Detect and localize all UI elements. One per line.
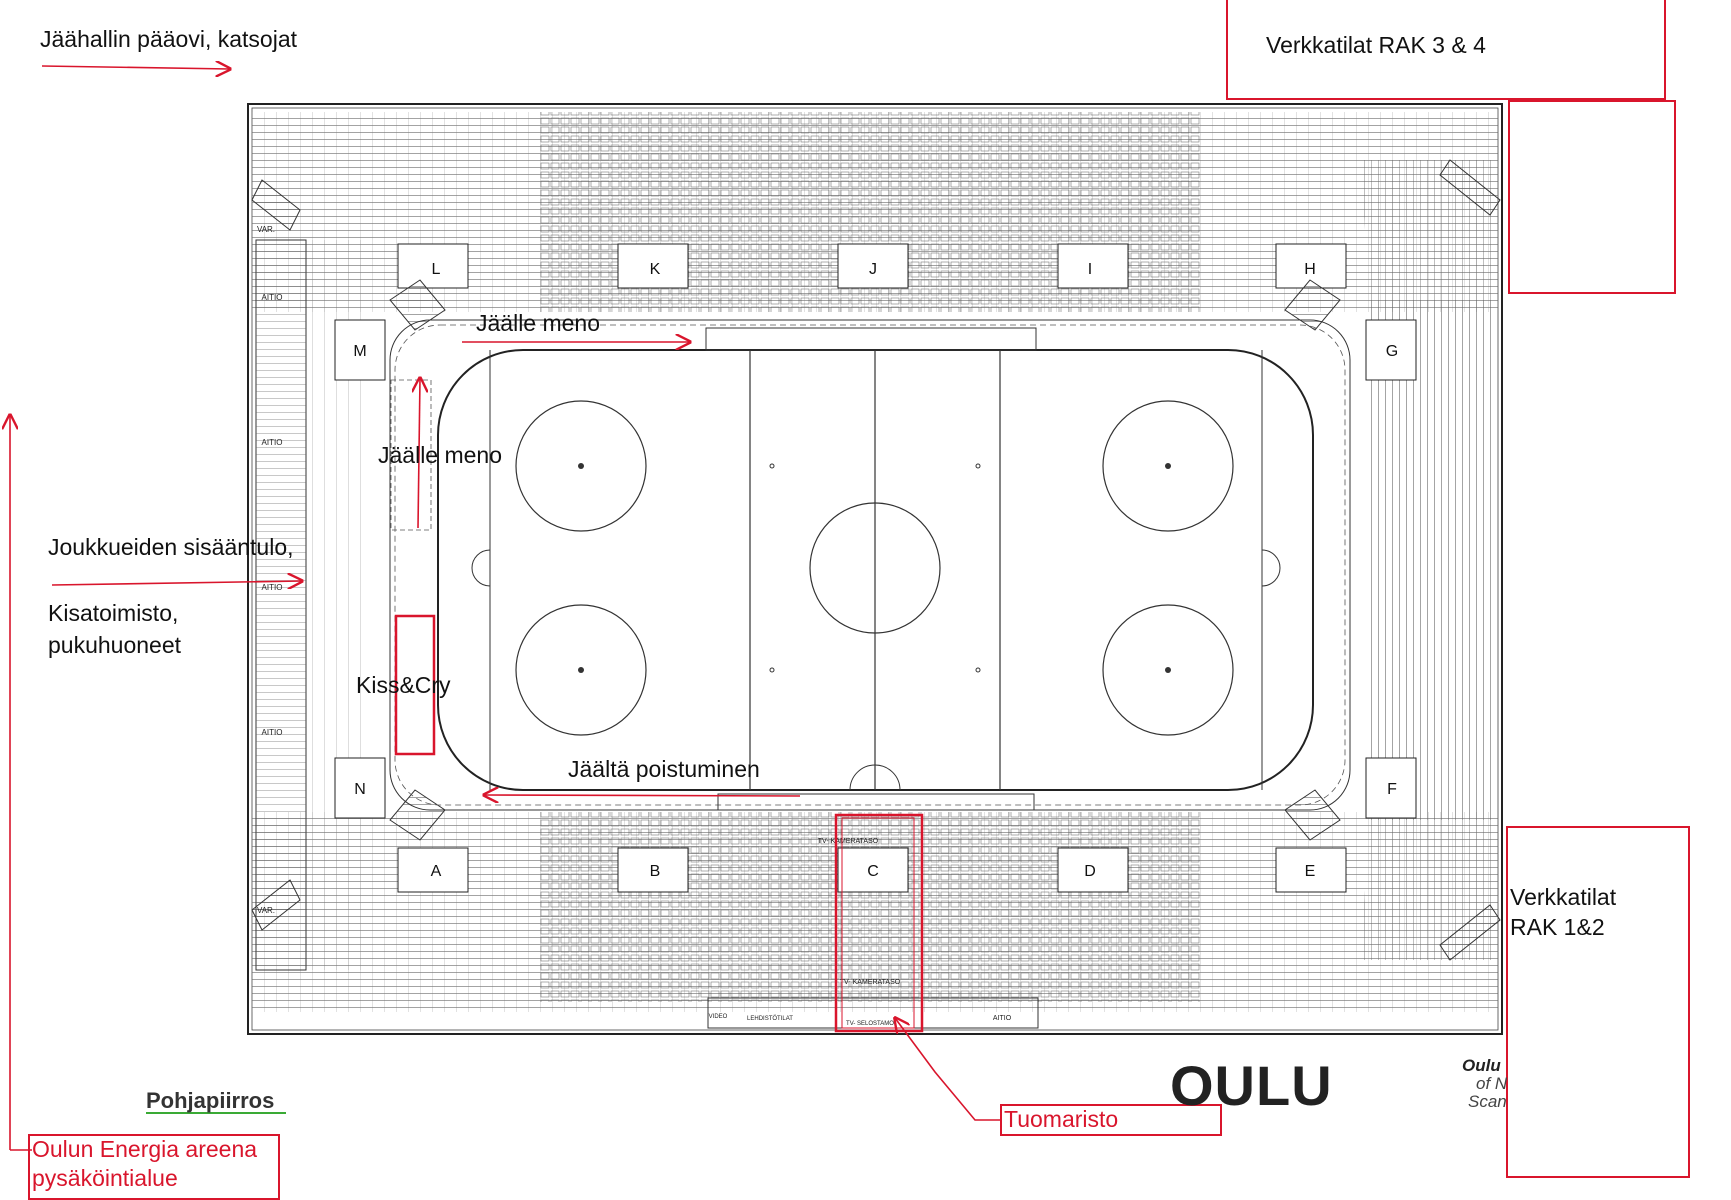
net-area-12-label-2: RAK 1&2 — [1510, 914, 1605, 940]
section-E: E — [1305, 863, 1316, 880]
section-F: F — [1387, 781, 1397, 798]
svg-text:VAR.: VAR. — [257, 906, 275, 915]
judges-label-box — [1000, 1104, 1222, 1136]
teams-entry-label: Joukkueiden sisääntulo, — [48, 534, 294, 560]
net-area-12-box — [1506, 826, 1690, 1178]
svg-text:TV- KAMERATASO: TV- KAMERATASO — [840, 979, 901, 986]
svg-text:VAR.: VAR. — [257, 225, 275, 234]
svg-text:TV- KAMERATASO: TV- KAMERATASO — [818, 838, 879, 845]
svg-text:AITIO: AITIO — [262, 293, 283, 302]
bottom-stands — [252, 812, 1498, 1012]
parking-label-2: pysäköintialue — [32, 1165, 178, 1191]
svg-text:AITIO: AITIO — [993, 1015, 1012, 1022]
kiss-and-cry-box — [394, 614, 436, 756]
floor-plan-title: Pohjapiirros — [146, 1088, 275, 1113]
judges-area-box — [834, 813, 924, 1033]
section-M: M — [353, 343, 366, 360]
oulu-tagline-3: Scan — [1468, 1092, 1507, 1111]
annotation-arrows — [10, 66, 1000, 1151]
section-L: L — [432, 261, 441, 278]
section-B: B — [650, 863, 661, 880]
section-C: C — [867, 863, 879, 880]
section-K: K — [650, 261, 661, 278]
section-N: N — [354, 781, 366, 798]
side-section-labels: M N G F — [334, 319, 1417, 819]
judges-label: Tuomaristo — [1004, 1106, 1119, 1132]
section-A: A — [431, 863, 442, 880]
svg-text:VIDEO: VIDEO — [709, 1014, 728, 1020]
section-I: I — [1088, 261, 1092, 278]
corner-stairs — [251, 159, 1501, 961]
main-door-label: Jäähallin pääovi, katsojat — [40, 26, 297, 52]
net-area-12-label-1: Verkkatilat — [1510, 884, 1617, 910]
section-J: J — [869, 261, 877, 278]
net-area-34-label: Verkkatilat RAK 3 & 4 — [1266, 32, 1486, 58]
section-D: D — [1084, 863, 1096, 880]
svg-text:AITIO: AITIO — [262, 583, 283, 592]
bottom-section-labels: A B C D E — [397, 847, 1347, 893]
oulu-tagline-1: Oulu — [1462, 1056, 1501, 1075]
top-section-labels: L K J I H — [397, 243, 1347, 289]
net-area-34-extension-box — [1508, 100, 1676, 294]
section-H: H — [1304, 261, 1316, 278]
kiss-and-cry-label: Kiss&Cry — [356, 672, 451, 698]
parking-label-1: Oulun Energia areena — [32, 1136, 258, 1162]
building-outline — [247, 103, 1503, 1035]
net-area-34-box — [1226, 0, 1666, 100]
to-ice-left-label: Jäälle meno — [378, 442, 503, 468]
oulu-tagline-2: of N — [1476, 1074, 1508, 1093]
svg-text:LEHDISTÖTILAT: LEHDISTÖTILAT — [747, 1015, 793, 1022]
oulu-logo: OULU — [1170, 1058, 1333, 1108]
to-ice-top-label: Jäälle meno — [476, 310, 601, 336]
ice-rink — [437, 349, 1314, 791]
right-stand — [1360, 160, 1495, 960]
competition-office-label-2: pukuhuoneet — [48, 632, 182, 658]
svg-text:AITIO: AITIO — [262, 728, 283, 737]
competition-office-label-1: Kisatoimisto, — [48, 600, 179, 626]
leave-ice-label: Jäältä poistuminen — [568, 756, 760, 782]
svg-text:TV- SELOSTAMO: TV- SELOSTAMO — [846, 1021, 894, 1027]
svg-text:AITIO: AITIO — [262, 438, 283, 447]
section-G: G — [1386, 343, 1398, 360]
